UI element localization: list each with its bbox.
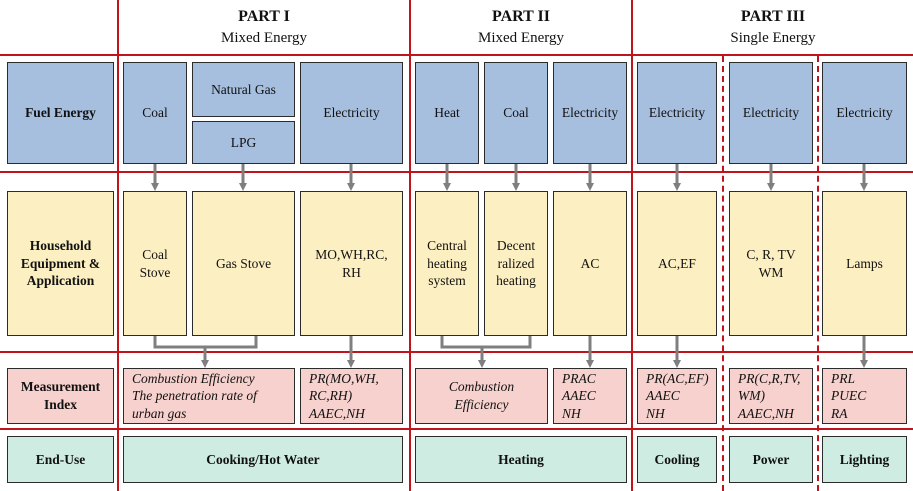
end-use-power: Power <box>729 436 813 483</box>
equip-coal-stove: Coal Stove <box>123 191 187 336</box>
measure-combustion-gas: Combustion Efficiency The penetration ra… <box>123 368 295 424</box>
grid-vline <box>117 0 119 491</box>
equip-c-r-tv-wm: C, R, TV WM <box>729 191 813 336</box>
fuel-coal-2: Coal <box>484 62 548 164</box>
end-use-heating: Heating <box>415 436 627 483</box>
fuel-lpg: LPG <box>192 121 295 164</box>
part-2-header: PART II Mixed Energy <box>411 6 631 48</box>
end-use-lighting: Lighting <box>822 436 907 483</box>
equip-ac: AC <box>553 191 627 336</box>
part-3-subtitle: Single Energy <box>730 29 816 46</box>
equip-decentralized-heating: Decent ralized heating <box>484 191 548 336</box>
equip-central-heating: Central heating system <box>415 191 479 336</box>
fuel-natural-gas: Natural Gas <box>192 62 295 117</box>
part-2-subtitle: Mixed Energy <box>478 29 564 46</box>
row-label-measurement: Measurement Index <box>7 368 114 424</box>
part-1-header: PART I Mixed Energy <box>119 6 409 48</box>
connector-heating-bracket <box>440 336 532 349</box>
grid-vline <box>631 0 633 491</box>
part-1-title: PART I <box>238 8 290 25</box>
end-use-cooling: Cooling <box>637 436 717 483</box>
equip-ac-ef: AC,EF <box>637 191 717 336</box>
measure-pr-ac-ef: PR(AC,EF) AAEC NH <box>637 368 717 424</box>
fuel-heat: Heat <box>415 62 479 164</box>
part-2-title: PART II <box>492 8 550 25</box>
fuel-electricity-2: Electricity <box>553 62 627 164</box>
equip-lamps: Lamps <box>822 191 907 336</box>
part-1-subtitle: Mixed Energy <box>221 29 307 46</box>
fuel-electricity-1: Electricity <box>300 62 403 164</box>
part-3-header: PART III Single Energy <box>633 6 913 48</box>
row-label-fuel-energy: Fuel Energy <box>7 62 114 164</box>
fuel-electricity-5: Electricity <box>822 62 907 164</box>
equip-mo-wh-rc-rh: MO,WH,RC, RH <box>300 191 403 336</box>
grid-dashed-vline <box>722 56 724 491</box>
grid-vline <box>409 0 411 491</box>
row-label-equipment: Household Equipment & Application <box>7 191 114 336</box>
measure-prl: PRL PUEC RA <box>822 368 907 424</box>
grid-hline <box>0 351 913 353</box>
connector-stoves-bracket <box>153 336 258 349</box>
row-label-end-use: End-Use <box>7 436 114 483</box>
measure-pr-c-r: PR(C,R,TV, WM) AAEC,NH <box>729 368 813 424</box>
fuel-coal: Coal <box>123 62 187 164</box>
measure-prac: PRAC AAEC NH <box>553 368 627 424</box>
measure-pr-mo: PR(MO,WH, RC,RH) AAEC,NH <box>300 368 403 424</box>
grid-hline <box>0 171 913 173</box>
end-use-cooking: Cooking/Hot Water <box>123 436 403 483</box>
equip-gas-stove: Gas Stove <box>192 191 295 336</box>
measure-combustion-heat: Combustion Efficiency <box>415 368 548 424</box>
grid-hline <box>0 54 913 56</box>
grid-hline <box>0 428 913 430</box>
fuel-electricity-4: Electricity <box>729 62 813 164</box>
part-3-title: PART III <box>740 8 806 25</box>
grid-dashed-vline <box>817 56 819 491</box>
fuel-electricity-3: Electricity <box>637 62 717 164</box>
